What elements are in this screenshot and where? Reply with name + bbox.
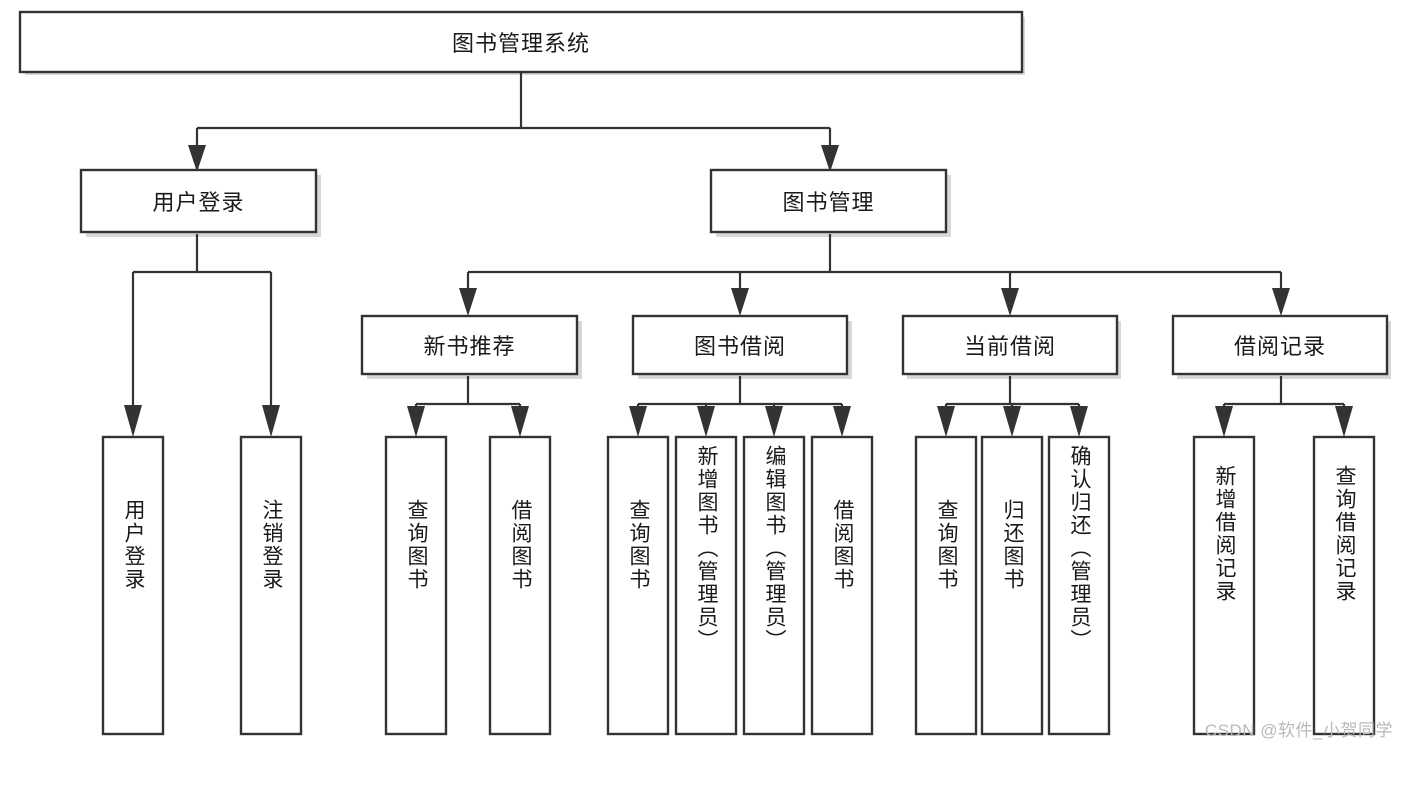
- watermark-text: CSDN @软件_小贺同学: [1204, 721, 1393, 740]
- arrow-leaf-borrow-record-2: [1335, 406, 1353, 437]
- leaf-user-login-1[interactable]: [101, 435, 165, 736]
- arrow-leaf-current-borrow-2: [1003, 406, 1021, 437]
- leaf-current-borrow-3[interactable]: [1047, 435, 1111, 736]
- arrow-leaf-current-borrow-1: [937, 406, 955, 437]
- arrow-current-borrow: [1001, 288, 1019, 316]
- leaf-book-borrow-1[interactable]: [606, 435, 670, 736]
- tree-diagram-svg: [18, 10, 1391, 736]
- node-user-login[interactable]: [79, 168, 318, 234]
- node-book-borrow[interactable]: [631, 314, 849, 376]
- diagram-canvas: 图书管理系统 用户登录 图书管理 新书推荐 图书借阅 当前借阅 借阅记录 用户登…: [18, 10, 1393, 740]
- leaf-new-book-1[interactable]: [384, 435, 448, 736]
- leaf-current-borrow-2[interactable]: [980, 435, 1044, 736]
- node-new-book-recommend[interactable]: [360, 314, 579, 376]
- arrow-borrow-record: [1272, 288, 1290, 316]
- leaf-borrow-record-2[interactable]: [1312, 435, 1376, 736]
- connector-layer: [124, 72, 1353, 437]
- node-book-manage[interactable]: [709, 168, 948, 234]
- node-root[interactable]: [18, 10, 1024, 74]
- leaf-book-borrow-2[interactable]: [674, 435, 738, 736]
- node-current-borrow[interactable]: [901, 314, 1119, 376]
- leaf-book-borrow-4[interactable]: [810, 435, 874, 736]
- box-layer: [18, 10, 1389, 736]
- leaf-book-borrow-3[interactable]: [742, 435, 806, 736]
- arrow-book-borrow: [731, 288, 749, 316]
- arrow-leaf-user-login-2: [262, 405, 280, 437]
- leaf-current-borrow-1[interactable]: [914, 435, 978, 736]
- arrow-user-login: [188, 145, 206, 172]
- arrow-leaf-current-borrow-3: [1070, 406, 1088, 437]
- leaf-new-book-2[interactable]: [488, 435, 552, 736]
- arrow-leaf-borrow-record-1: [1215, 406, 1233, 437]
- arrow-leaf-new-book-1: [407, 406, 425, 437]
- node-borrow-record[interactable]: [1171, 314, 1389, 376]
- leaf-borrow-record-1[interactable]: [1192, 435, 1256, 736]
- leaf-user-login-2[interactable]: [239, 435, 303, 736]
- arrow-leaf-new-book-2: [511, 406, 529, 437]
- arrow-leaf-book-borrow-2: [697, 406, 715, 437]
- arrow-new-book: [459, 288, 477, 316]
- arrow-leaf-book-borrow-1: [629, 406, 647, 437]
- arrow-leaf-book-borrow-4: [833, 406, 851, 437]
- arrow-leaf-book-borrow-3: [765, 406, 783, 437]
- arrow-leaf-user-login-1: [124, 405, 142, 437]
- arrow-book-manage: [821, 145, 839, 172]
